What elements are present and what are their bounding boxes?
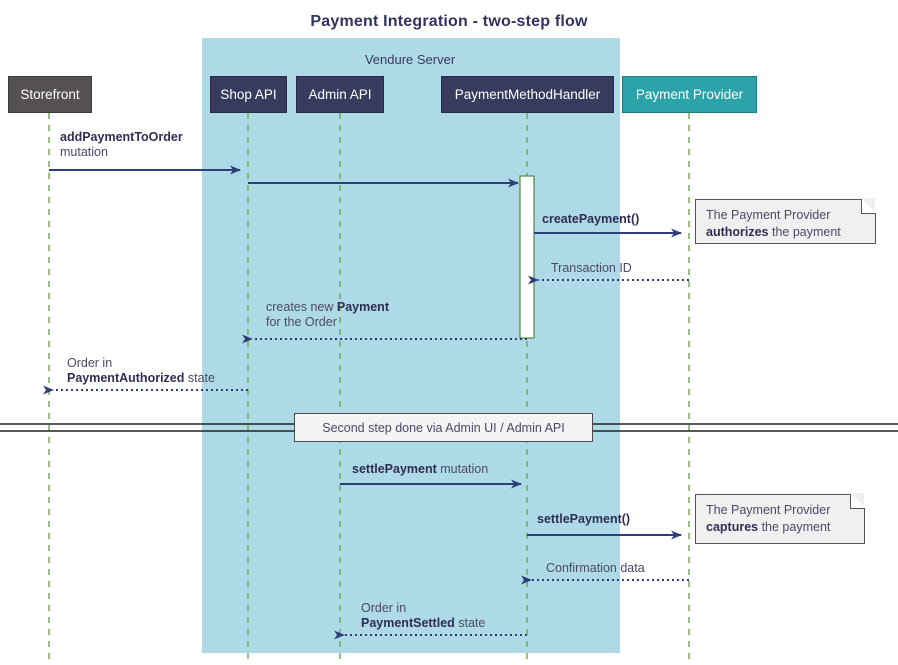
message-line2-rest-text: state [184,371,215,385]
message-label-settle-payment-mutation: settlePayment mutation [352,462,488,477]
note-authorizes-payment: The Payment Provider authorizes the paym… [695,198,876,244]
participant-label: PaymentMethodHandler [454,87,601,102]
message-line2-text: for the Order [266,315,337,329]
participant-label: Payment Provider [635,87,744,102]
note-bold-text: authorizes [706,225,769,239]
message-bold-text: PaymentSettled [361,616,455,630]
message-label-creates-new-payment: creates new Payment for the Order [266,300,389,330]
message-line1-text: Order in [67,356,113,370]
message-label-order-payment-settled: Order in PaymentSettled state [361,601,485,631]
group-label: Vendure Server [364,52,456,67]
note-bold-text: captures [706,520,759,534]
message-rest-text: mutation [440,462,489,476]
message-line1-text: creates new [266,300,337,314]
divider-label: Second step done via Admin UI / Admin AP… [322,420,565,435]
diagram-title: Payment Integration - two-step flow [310,13,588,30]
participant-payment-method-handler[interactable]: PaymentMethodHandler [441,76,614,113]
participant-label: Shop API [220,87,277,102]
message-line2-rest-text: state [454,616,486,630]
divider-second-step: Second step done via Admin UI / Admin AP… [294,413,593,442]
message-bold-text: createPayment() [542,212,640,226]
message-label-order-payment-authorized: Order in PaymentAuthorized state [67,356,215,386]
message-label-settle-payment-call: settlePayment() [537,512,630,527]
participant-payment-provider[interactable]: Payment Provider [622,76,757,113]
message-bold-text: settlePayment() [537,512,631,526]
participant-admin-api[interactable]: Admin API [296,76,384,113]
message-bold-text: addPaymentToOrder [60,130,183,144]
message-line1-text: Order in [361,601,407,615]
message-rest-text: Confirmation data [546,561,645,575]
note-captures-payment: The Payment Provider captures the paymen… [695,493,865,544]
note-line1: The Payment Provider [706,503,831,517]
note-fold-corner [850,493,865,509]
message-bold-text: PaymentAuthorized [67,371,185,385]
note-line2-rest: the payment [768,225,841,239]
message-label-transaction-id: Transaction ID [551,261,632,276]
message-label-confirmation-data: Confirmation data [546,561,645,576]
message-rest-text: mutation [60,145,108,159]
participant-storefront[interactable]: Storefront [8,76,92,113]
note-line2-rest: the payment [758,520,831,534]
message-bold-text: Payment [336,300,389,314]
note-line1: The Payment Provider [706,208,831,222]
message-label-create-payment: createPayment() [542,212,639,227]
message-label-add-payment-to-order: addPaymentToOrder mutation [60,130,183,160]
message-bold-text: settlePayment [352,462,437,476]
participant-label: Storefront [20,87,80,102]
participant-shop-api[interactable]: Shop API [210,76,287,113]
note-fold-corner [861,198,876,214]
message-rest-text: Transaction ID [551,261,632,275]
group-box-vendure-server [202,38,620,653]
participant-label: Admin API [308,87,372,102]
